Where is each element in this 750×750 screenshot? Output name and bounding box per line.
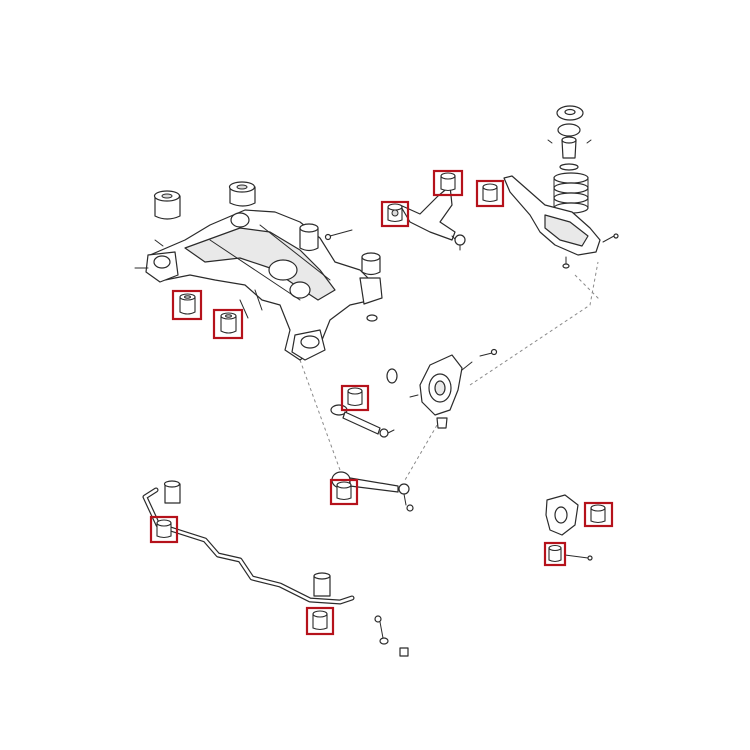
coil-spring-strut-mount (547, 105, 592, 214)
rear-knuckle-small (545, 494, 593, 561)
highlight-box (475, 179, 505, 208)
highlight-box (380, 200, 410, 228)
highlight-box (149, 515, 179, 544)
highlight-box (543, 541, 567, 567)
stabilizer-bar (142, 480, 355, 605)
subframe (134, 181, 398, 384)
highlighted-bushings (149, 169, 614, 636)
stabilizer-bushing-lower (313, 572, 331, 597)
subframe-bushing-center (299, 223, 319, 252)
highlight-box (432, 169, 464, 197)
highlight-box (305, 606, 335, 636)
bushing-toe-link (340, 384, 370, 412)
bushing-stabilizer-left (149, 515, 179, 544)
bushing-upper-arm-top (432, 169, 464, 197)
bushing-subframe-front-right (212, 308, 244, 340)
assembly-guide-lines (299, 261, 601, 481)
bushing-knuckle-upper (583, 501, 614, 528)
highlight-box (583, 501, 614, 528)
bushing-knuckle-lower (543, 541, 567, 567)
stabilizer-bushing-upper (163, 480, 181, 504)
wheel-knuckle (409, 348, 498, 429)
bushing-spring-arm (475, 179, 505, 208)
bushing-subframe-front-left (171, 289, 203, 321)
stabilizer-end-link (374, 615, 409, 657)
bushing-stabilizer-right (305, 606, 335, 636)
highlight-box (329, 478, 359, 506)
bushing-trailing-link (329, 478, 359, 506)
bushing-upper-arm-left (380, 200, 410, 228)
upper-control-arm (399, 185, 466, 251)
highlight-box (212, 308, 244, 340)
highlight-box (340, 384, 370, 412)
subframe-bushing-right (361, 252, 381, 276)
subframe-bushing-loose-left (153, 190, 181, 220)
subframe-bushing-loose-right (228, 181, 256, 207)
lower-spring-arm (503, 175, 619, 269)
highlight-box (171, 289, 203, 321)
